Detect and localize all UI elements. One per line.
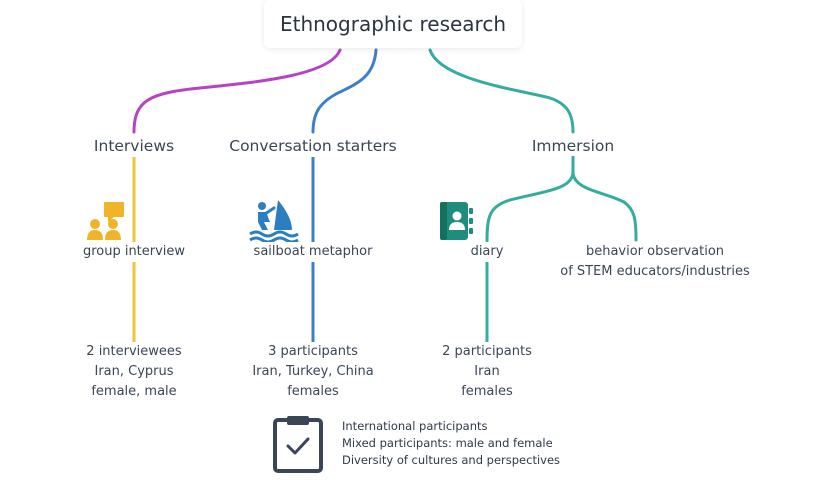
branch-label: Immersion	[531, 137, 615, 155]
note-line: Mixed participants: male and female	[342, 436, 553, 450]
connector-root-immersion	[428, 48, 575, 134]
detail-line: females	[287, 384, 339, 399]
branch-interviews: Interviews	[90, 136, 178, 156]
branch-label: Interviews	[93, 137, 175, 155]
leaf-label: diary	[470, 244, 504, 259]
leaf-group-interview: group interview	[79, 242, 189, 262]
detail-line: Iran, Cyprus	[94, 364, 174, 379]
connector-root-conversation	[311, 48, 378, 134]
details-interviews: 2 interviewees Iran, Cyprus female, male	[83, 342, 185, 402]
leaf-label: group interview	[82, 244, 186, 259]
detail-line: Iran, Turkey, China	[252, 364, 374, 379]
group-chat-icon	[87, 202, 124, 240]
contact-book-icon	[440, 202, 473, 240]
detail-line: 2 interviewees	[86, 344, 182, 359]
summary-notes: International participants Mixed partici…	[342, 418, 560, 469]
detail-line: 2 participants	[442, 344, 532, 359]
detail-line: females	[461, 384, 513, 399]
detail-line: Iran	[474, 364, 500, 379]
detail-line: female, male	[91, 384, 177, 399]
leaf-behavior-observation: behavior observation of STEM educators/i…	[557, 242, 753, 282]
clipboard-check-icon	[273, 416, 323, 473]
note-line: Diversity of cultures and perspectives	[342, 453, 561, 467]
connector-immersion-diary	[485, 155, 575, 344]
branch-immersion: Immersion	[528, 136, 618, 156]
note-line: International participants	[342, 419, 488, 433]
connector-root-interviews	[132, 48, 342, 134]
leaf-sailboat-metaphor: sailboat metaphor	[250, 242, 376, 262]
root-title: Ethnographic research	[279, 12, 507, 36]
leaf-diary: diary	[467, 242, 507, 262]
detail-line: 3 participants	[268, 344, 358, 359]
branch-conversation-starters: Conversation starters	[226, 136, 400, 156]
branch-label: Conversation starters	[229, 137, 397, 155]
leaf-label-line: of STEM educators/industries	[560, 264, 750, 279]
connector-immersion-observation	[571, 170, 638, 242]
details-conversation-starters: 3 participants Iran, Turkey, China femal…	[249, 342, 377, 402]
leaf-label: sailboat metaphor	[253, 244, 373, 259]
details-immersion: 2 participants Iran females	[439, 342, 535, 402]
sailboat-icon	[249, 200, 299, 242]
root-node: Ethnographic research	[264, 0, 522, 48]
leaf-label-line: behavior observation	[585, 244, 725, 259]
